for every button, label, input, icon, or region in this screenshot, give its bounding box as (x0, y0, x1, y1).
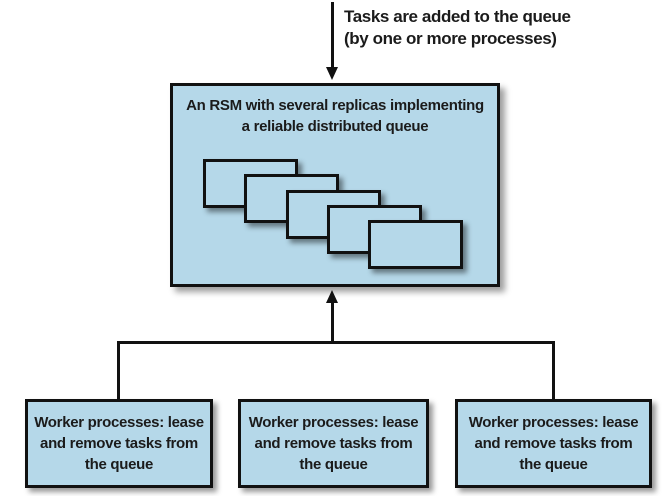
down-arrow-icon (326, 67, 338, 80)
worker-box: Worker processes: lease and remove tasks… (455, 399, 652, 488)
connector-horizontal-line (117, 341, 555, 344)
worker-box: Worker processes: lease and remove tasks… (238, 399, 429, 488)
connector-left-stub (117, 341, 120, 400)
up-arrow-line (331, 301, 334, 342)
replica-card (368, 220, 463, 269)
up-arrow-icon (326, 290, 338, 303)
worker-box: Worker processes: lease and remove tasks… (25, 399, 213, 488)
down-arrow-line (331, 2, 334, 68)
rsm-box-title: An RSM with several replicas implementin… (186, 97, 484, 135)
tasks-added-label: Tasks are added to the queue (by one or … (344, 7, 571, 48)
connector-right-stub (552, 341, 555, 400)
replica-stack (203, 159, 465, 271)
